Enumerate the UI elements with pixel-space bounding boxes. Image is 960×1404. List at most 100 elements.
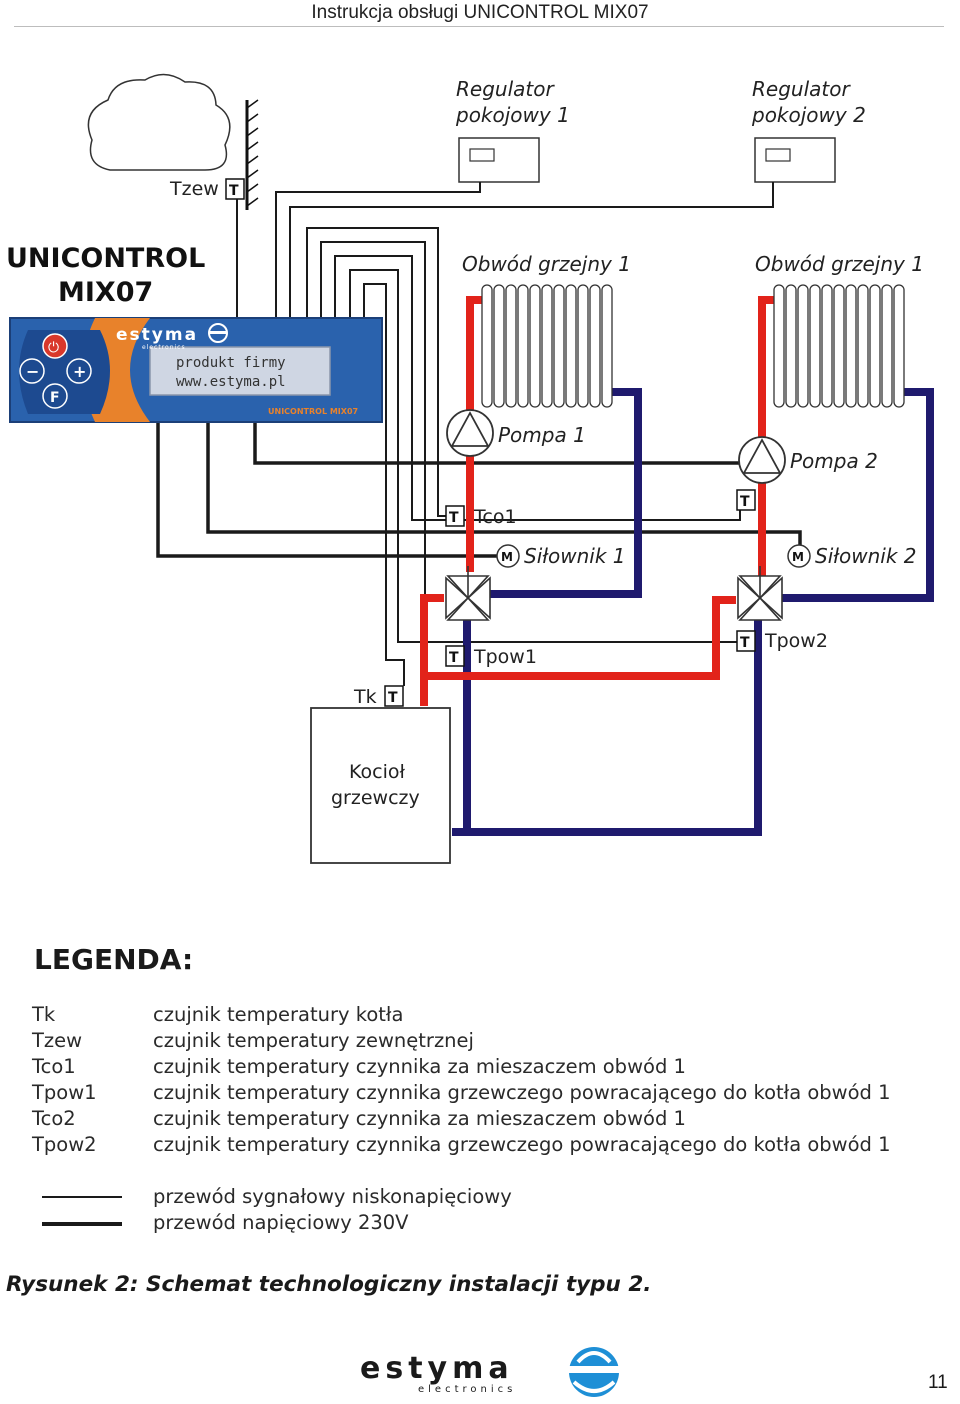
controller-display-line1: produkt firmy [176,355,286,371]
signal-wires [236,182,774,686]
svg-text:T: T [449,510,459,526]
return-pipes [452,388,934,836]
regulator-2-label-line1: Regulator [752,77,851,101]
mixing-valve-1-icon [445,566,491,621]
supply-pipes [420,296,776,706]
circuit-1-label: Obwód grzejny 1 [462,252,631,276]
controller-model-label: UNICONTROL MIX07 [268,407,358,416]
legend-row: Tco1 czujnik temperatury czynnika za mie… [32,1054,960,1080]
header-divider [14,26,944,27]
power-wires [156,420,802,558]
legend-abbr: Tpow1 [32,1081,97,1104]
svg-text:⏻: ⏻ [48,340,59,356]
svg-text:M: M [501,550,513,564]
tk-label: Tk [353,686,377,708]
footer-brand-sub: electronics [418,1384,516,1395]
svg-text:M: M [792,550,804,564]
pump-1-label: Pompa 1 [498,423,586,447]
tpow1-label: Tpow1 [473,646,537,668]
footer-brand: estyma [360,1351,514,1386]
tco1-sensor-icon: T [445,505,465,527]
legend-desc: czujnik temperatury zewnętrznej [153,1029,474,1052]
power-wire-text: przewód napięciowy 230V [153,1211,409,1234]
legend-row: Tpow1 czujnik temperatury czynnika grzew… [32,1080,960,1106]
radiator-2-icon [773,284,905,408]
regulator-1-label-line2: pokojowy 1 [455,103,570,127]
legend-row: Tzew czujnik temperatury zewnętrznej [32,1028,960,1054]
legend-abbr: Tco1 [32,1055,76,1078]
legend-title: LEGENDA: [34,943,194,976]
legend-abbr: Tco2 [32,1107,76,1130]
page-header-title: Instrukcja obsługi UNICONTROL MIX07 [311,2,649,23]
power-wire-legend: przewód napięciowy 230V [42,1210,742,1236]
legend-desc: czujnik temperatury czynnika grzewczego … [153,1133,891,1156]
mixing-valve-2-icon [737,566,783,621]
svg-text:T: T [229,183,239,199]
legend-abbr: Tzew [32,1029,83,1052]
actuator-1-icon: M [496,544,520,568]
weather-cloud-icon [87,73,231,171]
footer-logo: estyma electronics [360,1347,620,1397]
minus-button[interactable]: − [19,358,45,384]
installation-diagram: Tzew T Regulator pokojowy 1 Regulator po… [6,73,934,864]
legend-abbr: Tpow2 [32,1133,97,1156]
legend-list: Tk czujnik temperatury kotła Tzew czujni… [32,1002,960,1158]
outside-wall [245,99,259,210]
svg-text:−: − [26,362,39,381]
regulator-1-label-line1: Regulator [456,77,555,101]
boiler-label-line1: Kocioł [349,761,405,783]
legend-row: Tpow2 czujnik temperatury czynnika grzew… [32,1132,960,1158]
legend-desc: czujnik temperatury czynnika za mieszacz… [153,1107,686,1130]
radiator-1-icon [481,284,613,408]
legend-row: Tk czujnik temperatury kotła [32,1002,960,1028]
tco1-label: Tco1 [473,506,517,528]
svg-text:T: T [740,494,750,510]
legend-row: Tco2 czujnik temperatury czynnika za mie… [32,1106,960,1132]
pump-1-icon [446,409,494,457]
estyma-logo-icon [568,1347,620,1397]
wire-legend: przewód sygnałowy niskonapięciowy przewó… [42,1184,742,1236]
boiler-label-line2: grzewczy [331,787,420,809]
actuator-2-label: Siłownik 2 [815,544,916,568]
signal-wire-text: przewód sygnałowy niskonapięciowy [153,1185,512,1208]
tpow1-sensor-icon: T [445,645,465,667]
signal-wire-swatch [42,1196,122,1198]
function-button[interactable]: F [42,383,68,409]
legend-desc: czujnik temperatury czynnika grzewczego … [153,1081,891,1104]
figure-caption: Rysunek 2: Schemat technologiczny instal… [6,1272,652,1297]
circuit-2-label: Obwód grzejny 1 [755,252,924,276]
actuator-2-icon: M [787,544,811,568]
controller-brand-sub: electronics [142,344,186,351]
plus-button[interactable]: + [66,358,92,384]
power-wire-swatch [42,1222,122,1226]
pump-2-icon [738,436,786,484]
controller-title-line2: MIX07 [58,277,153,308]
controller-display-line2: www.estyma.pl [176,374,286,390]
signal-wire-legend: przewód sygnałowy niskonapięciowy [42,1184,742,1210]
actuator-1-label: Siłownik 1 [524,544,625,568]
controller-title-line1: UNICONTROL [6,243,205,274]
power-button[interactable]: ⏻ [42,333,68,359]
tk-sensor-icon: T [384,685,404,707]
controller-logo-icon [208,323,228,343]
svg-text:+: + [73,362,86,381]
tco2-sensor-icon: T [736,489,756,511]
svg-text:T: T [740,635,750,651]
pump-2-label: Pompa 2 [790,449,878,473]
regulator-2-label-line2: pokojowy 2 [751,103,866,127]
room-regulator-2-icon [754,137,836,183]
tpow2-label: Tpow2 [764,630,828,652]
legend-abbr: Tk [32,1003,56,1026]
controller-brand: estyma [116,325,198,345]
svg-text:T: T [449,650,459,666]
room-regulator-1-icon [458,137,540,183]
tpow2-sensor-icon: T [736,630,756,652]
tzew-sensor-icon: T [225,178,245,200]
tzew-label: Tzew [169,178,219,200]
legend-desc: czujnik temperatury czynnika za mieszacz… [153,1055,686,1078]
legend-desc: czujnik temperatury kotła [153,1003,404,1026]
page-number: 11 [928,1372,948,1393]
svg-text:F: F [50,390,60,406]
boiler-icon [310,707,451,864]
svg-text:T: T [388,690,398,706]
